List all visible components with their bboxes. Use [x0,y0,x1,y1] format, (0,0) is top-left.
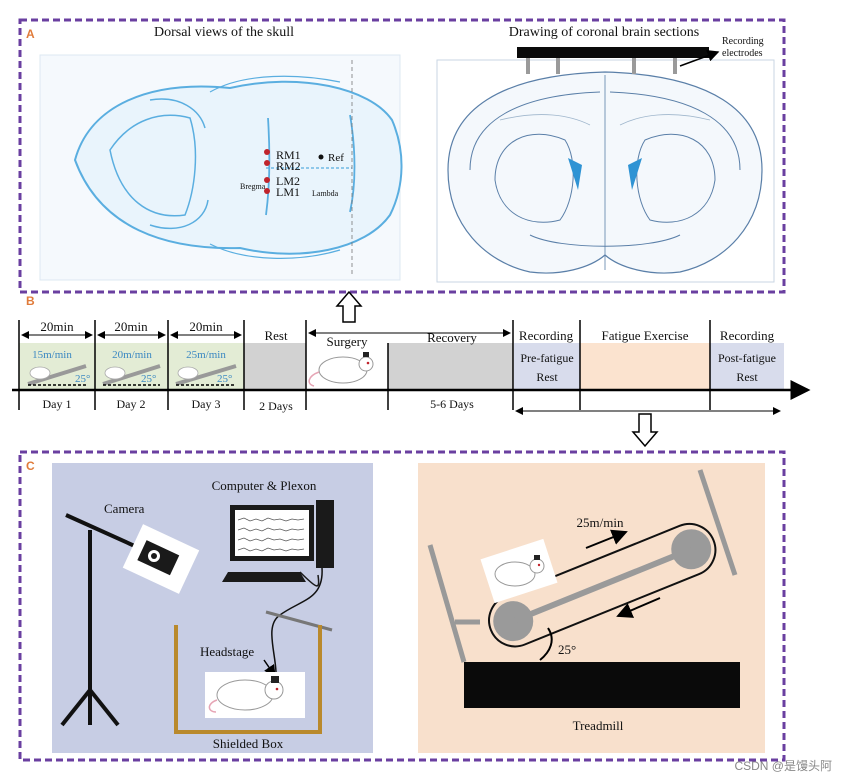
electrode-dot-lm2 [264,177,270,183]
electrode-label-lm1: LM1 [276,185,300,199]
day1-incline: 25° [75,373,90,385]
post-fatigue-line2: Rest [736,370,758,384]
day1-speed: 15m/min [32,349,72,361]
electrode-label-rm1: RM1 [276,148,301,162]
shielded-box [174,625,322,734]
recording-electrodes-label-2: electrodes [722,48,763,59]
bregma-label: Bregma [240,182,266,191]
day3-duration: 20min [189,319,223,334]
panel-a: A Dorsal views of the skull Drawing of c… [18,18,786,294]
surgery-label: Surgery [327,334,368,349]
rest-block [244,343,306,390]
treadmill-base [464,662,740,708]
surgery-to-panel-a-arrow [335,290,363,323]
panel-c-letter: C [26,459,35,473]
recording-post-label: Recording [720,328,775,343]
panel-c-frame [18,450,786,762]
day2-treadmill-icon [102,364,161,386]
electrode-dot-rm2 [264,160,270,166]
day1-duration: 20min [40,319,74,334]
recovery-days-label: 5-6 Days [430,397,474,411]
rat-in-box-icon [205,672,305,718]
panel-a-letter: A [26,27,35,41]
fatigue-exercise-label: Fatigue Exercise [602,328,689,343]
pre-fatigue-line2: Rest [536,370,558,384]
treadmill-back-leg [427,544,467,663]
recovery-block [388,343,513,390]
day3-speed: 25m/min [186,349,226,361]
rest-label: Rest [264,328,288,343]
day1-treadmill-icon [27,364,87,386]
camera-icon [122,524,200,594]
recording-pre-label: Recording [519,328,574,343]
treadmill-speed-label: 25m/min [577,515,624,530]
day3-label: Day 3 [192,397,221,411]
skull-title: Dorsal views of the skull [154,25,294,40]
day3-incline: 25° [217,373,232,385]
rat-on-treadmill-icon [480,538,558,604]
recovery-label: Recovery [427,330,477,345]
pre-fatigue-line1: Pre-fatigue [520,351,573,365]
computer-icon [222,500,334,587]
coronal-title: Drawing of coronal brain sections [509,25,700,40]
electrode-dot-lm1 [264,188,270,194]
day1-label: Day 1 [43,397,72,411]
electrode-dot-rm1 [264,149,270,155]
watermark: CSDN @是馒头阿 [734,759,832,773]
day2-duration: 20min [114,319,148,334]
treadmill-front-leg [697,469,738,576]
ref-dot [318,154,324,160]
computer-label: Computer & Plexon [212,478,317,493]
ref-label: Ref [328,152,344,164]
pre-fatigue-block [514,343,580,390]
recording-electrodes-label-1: Recording [722,36,764,47]
coronal-section-drawing [436,47,775,283]
belt-arrow-up [585,529,628,549]
post-fatigue-line1: Post-fatigue [718,351,776,365]
panel-b-letter: B [26,294,35,308]
panel-a-frame [18,18,786,294]
fatigue-block [580,343,710,390]
electrode-label-rm2: RM2 [276,159,301,173]
day2-speed: 20m/min [112,349,152,361]
shielded-box-label: Shielded Box [213,736,284,751]
recording-to-panel-c-arrow [631,413,659,448]
day3-treadmill-icon [175,364,237,386]
belt-arrow-down [616,597,661,618]
incline-arc [539,627,553,661]
lambda-label: Lambda [312,189,339,198]
treadmill-label: Treadmill [573,718,624,733]
day2-label: Day 2 [117,397,146,411]
treadmill-belt [488,522,717,648]
panel-b: B 20min 20min 20min [12,294,811,415]
surgery-rat-icon [308,352,374,387]
skull-drawing [39,54,403,281]
post-fatigue-block [710,343,784,390]
rest-days-label: 2 Days [259,399,293,413]
treadmill-incline-label: 25° [558,642,576,657]
day2-incline: 25° [141,373,156,385]
headstage-label: Headstage [200,644,254,659]
panel-c: C Camera Computer & Plexon [18,450,786,762]
electrode-label-lm2: LM2 [276,174,300,188]
camera-label: Camera [104,501,145,516]
